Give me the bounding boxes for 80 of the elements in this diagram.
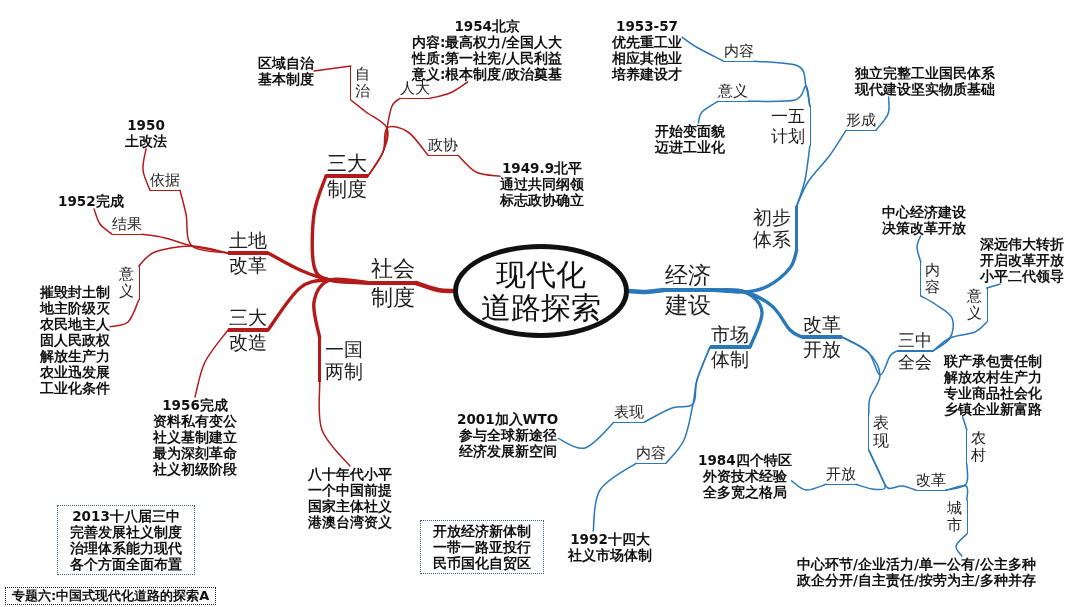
branch-label: 内容 [920, 262, 942, 296]
branch-label: 农村 [966, 430, 988, 464]
note-text: 联产承包责任制 解放农村生产力 专业商品社会化 乡镇企业新富路 [944, 353, 1042, 417]
branch-label: 内容 [724, 43, 754, 62]
branch-line [109, 299, 140, 328]
note-text: 深远伟大转折 开启改革开放 小平二代领导 [980, 236, 1064, 284]
note-text: 1984四个特区 外资技术经验 全多宽之格局 [698, 452, 792, 500]
branch-line [747, 85, 811, 107]
branch-label: 意义 [966, 288, 988, 322]
branch-label: 三大改造 [228, 305, 268, 355]
branch-line [194, 329, 229, 398]
branch-line [313, 65, 352, 72]
branch-label: 自治 [350, 66, 372, 100]
branch-label: 表现 [868, 414, 891, 450]
branch-line [790, 480, 827, 491]
branch-label: 结果 [112, 216, 142, 235]
branch-label: 意义 [718, 83, 748, 102]
note-text: 独立完整工业国民体系 现代建设坚实物质基础 [855, 65, 995, 97]
branch-line [93, 208, 113, 236]
branch-line [795, 145, 811, 207]
branch-line [142, 148, 151, 192]
branch-line [592, 462, 637, 532]
note-box: 开放经济新体制 一带一路亚投行 民币国化自贸区 [420, 520, 544, 574]
note-text: 1950 土改法 [125, 117, 167, 149]
branch-label: 开放 [826, 466, 856, 485]
branch-line [986, 283, 1001, 289]
branch-line [961, 416, 968, 431]
central-ellipse: 现代化道路探索 [453, 244, 629, 338]
branch-label: 人大 [400, 80, 430, 99]
note-text: 1992十四大 社义市场体制 [568, 531, 652, 563]
note-text: 1954北京 内容:最高权力/全国人大 性质:第一社宪/人民利益 意义:根本制度/政治奠基 [412, 18, 563, 82]
branch-label: 一国两制 [318, 338, 365, 382]
branch-label: 初步体系 [752, 206, 799, 250]
branch-line [557, 421, 615, 450]
branch-line [920, 295, 955, 352]
note-text: 中心经济建设 决策改革开放 [882, 204, 966, 236]
branch-label: 城市 [946, 500, 968, 534]
note-text: 摧毁封土制 地主阶级灭 农民地主人 固人民政权 解放生产力 农业迅发展 工业化条件 [40, 284, 110, 396]
title-box: 专题六:中国式现代化道路的探索A [5, 587, 217, 605]
branch-line [429, 81, 469, 100]
branch-label: 形成 [846, 112, 876, 131]
branch-line [875, 96, 890, 132]
note-box: 2013十八届三中 完善发展社义制度 治理体系能力现代 各个方面全面布置 [57, 505, 195, 575]
branch-line [367, 125, 429, 177]
note-text: 开始变面貌 迈进工业化 [655, 123, 725, 155]
branch-line [841, 336, 881, 415]
branch-line [665, 346, 711, 465]
note-text: 2001加入WTO 参与全球新途径 经济发展新空间 [457, 411, 559, 459]
branch-line [179, 189, 229, 254]
branch-label: 土地改革 [228, 228, 268, 278]
note-text: 1956完成 资料私有变公 社义基制建立 最为深刻革命 社义初级阶段 [153, 397, 237, 477]
branch-label: 依据 [150, 172, 180, 191]
branch-label: 改革开放 [802, 312, 842, 362]
branch-line [955, 533, 968, 557]
branch-label: 政协 [428, 137, 458, 156]
note-text: 八十年代小平 一个中国前提 国家主体社义 港澳台湾资义 [308, 466, 392, 530]
branch-line [681, 36, 725, 63]
branch-line [868, 449, 917, 492]
branch-label: 改革 [916, 472, 946, 491]
branch-label: 三大制度 [326, 150, 368, 202]
branch-line [945, 484, 969, 501]
note-text: 1953-57 优先重工业 相应其他业 培养建设才 [612, 18, 682, 82]
branch-line [697, 100, 719, 124]
branch-line [916, 235, 922, 263]
note-text: 1952完成 [58, 193, 124, 209]
note-text: 区域自治基本制度 [258, 55, 314, 87]
note-text: 中心环节/企业活力/单一公有/公主多种 政企分开/自主责任/按劳为主/多种并存 [797, 556, 1036, 588]
branch-line [138, 245, 229, 267]
branch-label: 内容 [636, 445, 666, 464]
branch-line [795, 129, 847, 207]
branch-label: 市场体制 [710, 322, 750, 372]
branch-line [932, 321, 988, 352]
branch-line [318, 381, 351, 467]
branch-label: 表现 [614, 404, 644, 423]
branch-label: 一五计划 [770, 106, 811, 146]
branch-label: 三中全会 [897, 329, 933, 373]
branch-line [457, 154, 501, 178]
note-text: 1949.9北平 通过共同纲领 标志政协确立 [500, 160, 584, 208]
branch-line [312, 277, 372, 340]
branch-label: 意义 [118, 266, 140, 300]
